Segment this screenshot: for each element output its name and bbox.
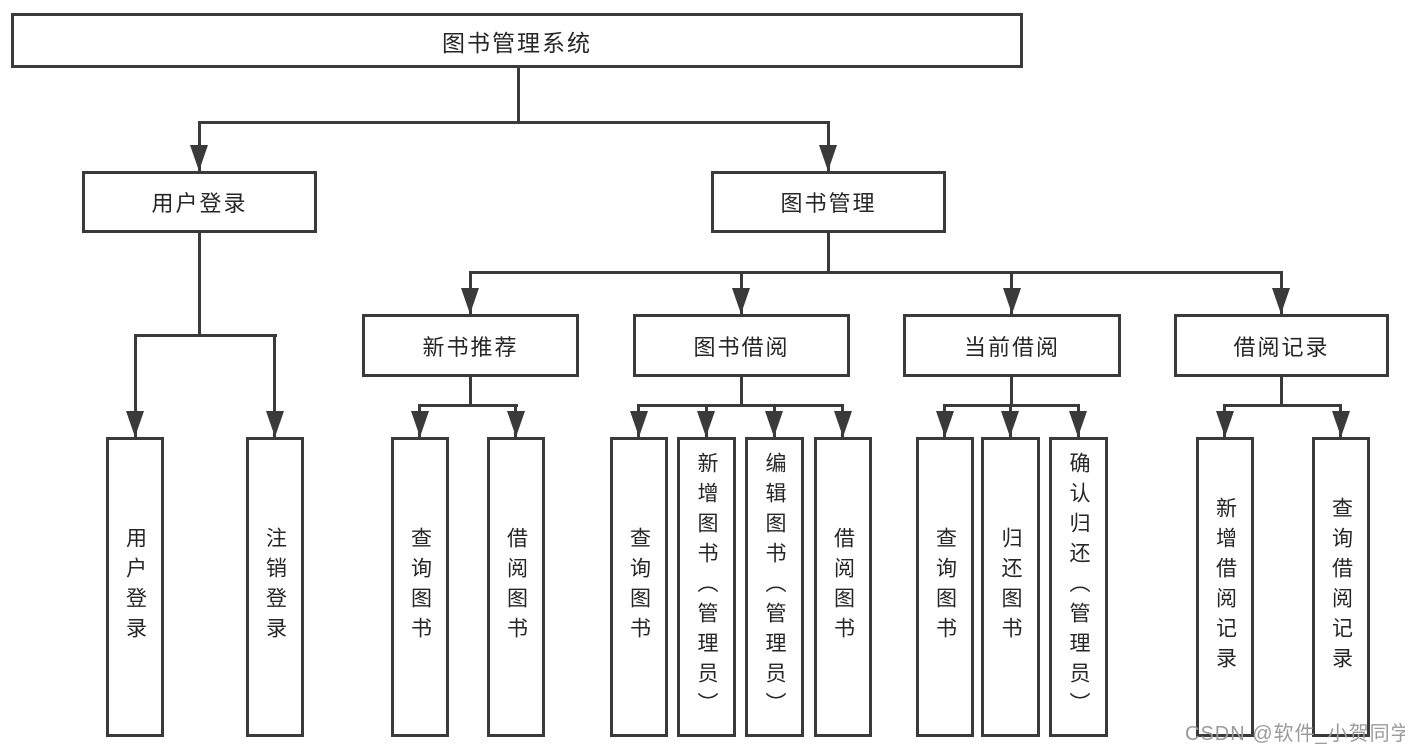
arrowhead-current-borrow <box>1003 288 1021 314</box>
arrowhead-groupB-4 <box>834 411 852 437</box>
connector-groupA-stem <box>469 377 472 407</box>
arrowhead-groupC-2 <box>1001 411 1019 437</box>
arrowhead-leaf-user-login <box>126 411 144 437</box>
arrowhead-groupD-2 <box>1332 411 1350 437</box>
connector-groupD-stem <box>1280 377 1283 407</box>
node-current-borrow: 当前借阅 <box>903 314 1121 377</box>
node-label: 归还图书 <box>999 527 1022 647</box>
node-label: 查询图书 <box>627 527 651 647</box>
node-label: 新增图书（管理员） <box>695 452 718 722</box>
node-leaf-query-book-2: 查询图书 <box>610 437 668 737</box>
connector-user-login-rail <box>134 334 277 337</box>
node-borrow-record: 借阅记录 <box>1174 314 1389 377</box>
arrowhead-groupB-1 <box>630 411 648 437</box>
node-user-login: 用户登录 <box>82 171 317 233</box>
node-leaf-query-book-3: 查询图书 <box>916 437 974 737</box>
node-label: 借阅图书 <box>831 527 855 647</box>
node-leaf-query-book-1: 查询图书 <box>391 437 449 737</box>
node-leaf-add-borrow-record: 新增借阅记录 <box>1196 437 1254 737</box>
connector-drop-leaf-user-login <box>134 334 137 437</box>
arrowhead-groupA-1 <box>411 411 429 437</box>
arrowhead-groupC-1 <box>936 411 954 437</box>
node-library-management-system: 图书管理系统 <box>11 13 1023 68</box>
node-label: 新增借阅记录 <box>1213 497 1237 677</box>
csdn-watermark: CSDN @软件_小贺同学 <box>1185 723 1405 745</box>
connector-groupB-stem <box>740 377 743 407</box>
arrowhead-book-borrow <box>732 288 750 314</box>
node-leaf-return-book: 归还图书 <box>981 437 1040 737</box>
connector-groupD-rail <box>1223 404 1342 407</box>
node-label: 查询借阅记录 <box>1329 497 1353 677</box>
node-leaf-borrow-book-2: 借阅图书 <box>814 437 872 737</box>
node-label: 编辑图书（管理员） <box>763 452 786 722</box>
arrowhead-groupC-3 <box>1069 411 1087 437</box>
arrowhead-groupD-1 <box>1216 411 1234 437</box>
node-label: 注销登录 <box>263 527 287 647</box>
arrowhead-groupB-3 <box>765 411 783 437</box>
arrowhead-book-mgmt <box>819 145 837 171</box>
node-label: 查询图书 <box>408 527 432 647</box>
connector-groupA-rail <box>418 404 518 407</box>
connector-root-stem <box>517 68 520 124</box>
node-leaf-edit-book-admin: 编辑图书（管理员） <box>745 437 804 737</box>
node-label: 用户登录 <box>123 527 147 647</box>
arrowhead-groupA-2 <box>507 411 525 437</box>
connector-user-login-stem <box>198 233 201 337</box>
node-leaf-query-borrow-record: 查询借阅记录 <box>1312 437 1370 737</box>
connector-book-mgmt-stem <box>827 233 830 274</box>
arrowhead-user-login <box>190 145 208 171</box>
arrowhead-new-book <box>461 288 479 314</box>
node-label: 借阅图书 <box>504 527 528 647</box>
connector-drop-leaf-logout <box>273 334 276 437</box>
node-leaf-logout: 注销登录 <box>246 437 304 737</box>
node-label: 查询图书 <box>933 527 957 647</box>
connector-groupB-rail <box>637 404 844 407</box>
node-book-borrow: 图书借阅 <box>633 314 850 377</box>
node-label: 确认归还（管理员） <box>1067 452 1090 722</box>
node-leaf-confirm-return-admin: 确认归还（管理员） <box>1049 437 1108 737</box>
node-new-book-recommend: 新书推荐 <box>362 314 579 377</box>
connector-groupC-stem <box>1010 377 1013 407</box>
node-leaf-add-book-admin: 新增图书（管理员） <box>677 437 736 737</box>
arrowhead-borrow-record <box>1272 288 1290 314</box>
arrowhead-groupB-2 <box>697 411 715 437</box>
node-book-management: 图书管理 <box>711 171 946 233</box>
arrowhead-leaf-logout <box>266 411 284 437</box>
node-leaf-borrow-book-1: 借阅图书 <box>487 437 545 737</box>
connector-level1-rail <box>198 121 830 124</box>
node-leaf-user-login: 用户登录 <box>106 437 164 737</box>
connector-level3-rail <box>469 271 1283 274</box>
